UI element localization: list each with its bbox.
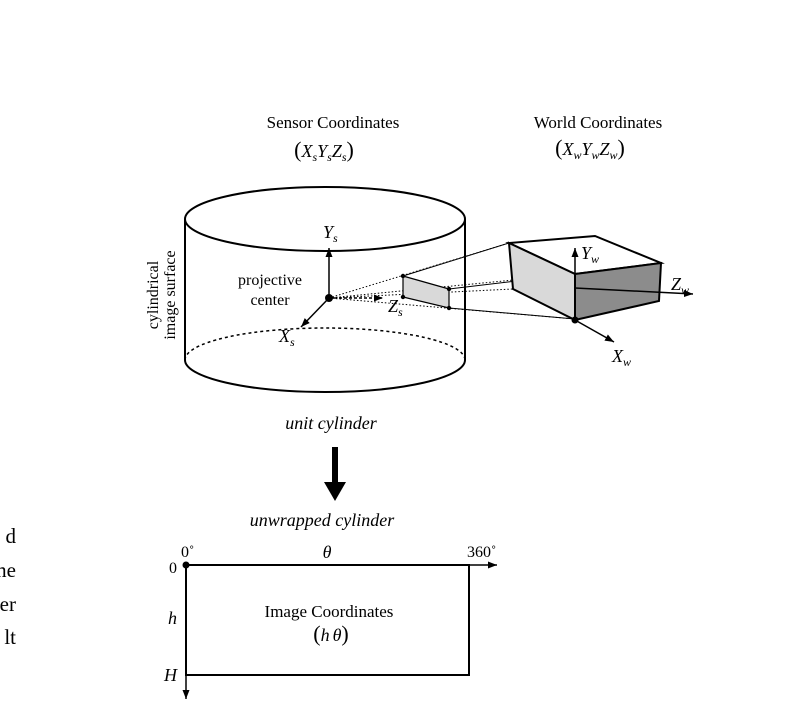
cylindrical-surface-label-2: image surface (162, 250, 179, 339)
world-x-label: Xw (611, 346, 631, 369)
sensor-x-axis (300, 297, 330, 328)
world-axes (571, 248, 694, 343)
world-coordinates-title: World Coordinates (534, 113, 662, 132)
unwrapped-cylinder-caption: unwrapped cylinder (250, 510, 395, 530)
H-label: H (163, 665, 178, 685)
unit-cylinder-caption: unit cylinder (285, 413, 377, 433)
projective-center-label-1: projective (238, 272, 302, 289)
degree-end-label: 360˚ (467, 544, 496, 561)
sensor-z-label: Zs (388, 296, 403, 319)
zero-label: 0 (169, 560, 177, 577)
world-x-axis (574, 319, 615, 343)
clipped-text-line-4: lt (4, 625, 16, 649)
sensor-y-label: Ys (323, 222, 338, 245)
sensor-coordinates-title: Sensor Coordinates (267, 113, 400, 132)
cylinder-bottom-front-arc (184, 359, 466, 393)
image-coordinates-title: Image Coordinates (265, 602, 394, 621)
cube-right-face (574, 261, 663, 322)
clipped-text-line-2: ne (0, 558, 16, 582)
clipped-text-line-1: d (6, 524, 17, 548)
h-label: h (168, 608, 177, 628)
world-cube (505, 234, 665, 322)
cylinder-bottom-back-arc (184, 327, 466, 361)
world-z-label: Zw (671, 274, 689, 297)
image-origin-point (182, 561, 190, 569)
clipped-text-line-3: er (0, 592, 16, 616)
theta-label: θ (323, 542, 332, 562)
world-z-axis (574, 287, 694, 298)
projective-center-label-2: center (250, 292, 290, 309)
world-coordinates-vector: (XwYwZw) (555, 135, 625, 162)
sensor-axes (300, 248, 383, 328)
world-y-label: Yw (581, 243, 599, 266)
projected-patch (402, 275, 450, 309)
unit-cylinder (184, 186, 466, 393)
sensor-coordinates-vector: (XsYsZs) (294, 137, 354, 164)
unwrap-arrow (324, 447, 346, 501)
degree-start-label: 0˚ (181, 544, 194, 561)
sensor-x-label: Xs (278, 326, 295, 349)
cylindrical-surface-label-1: cylindrical (145, 260, 162, 329)
projected-patch-corners (400, 273, 452, 311)
